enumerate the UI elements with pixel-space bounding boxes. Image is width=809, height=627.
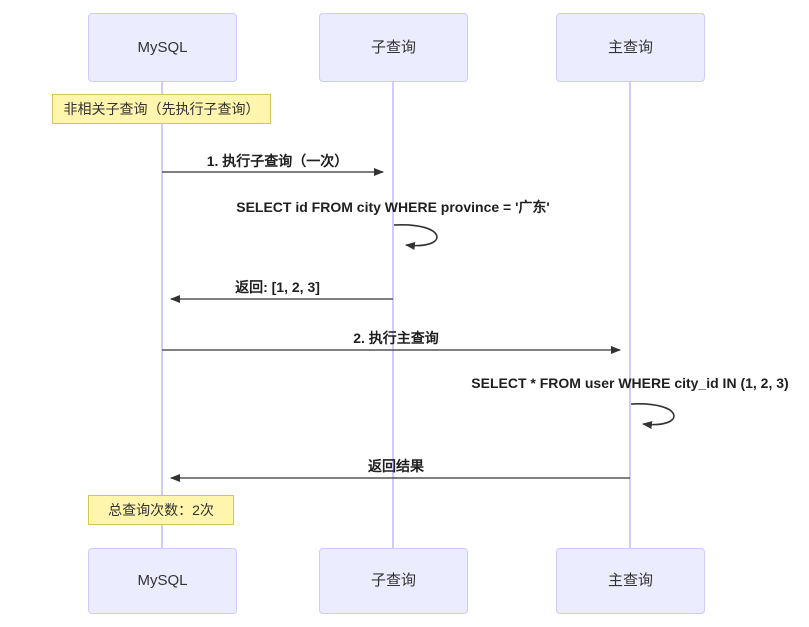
actor-box-mainquery-bottom[interactable]: 主查询 (556, 548, 705, 614)
note-non-correlated-subquery: 非相关子查询（先执行子查询） (52, 94, 271, 124)
self-loop-mainquery (630, 403, 675, 429)
message-label-execute-mainquery: 2. 执行主查询 (353, 330, 439, 346)
lifeline-mysql (161, 82, 163, 549)
message-label-return-result: 返回结果 (368, 458, 424, 474)
message-label-execute-subquery: 1. 执行子查询（一次） (206, 153, 349, 169)
actor-box-mysql-top[interactable]: MySQL (88, 13, 237, 82)
actor-box-subquery-top[interactable]: 子查询 (319, 13, 468, 82)
note-total-query-count-label: 总查询次数：2次 (108, 502, 214, 518)
actor-label-mainquery-bottom: 主查询 (607, 572, 653, 589)
actor-label-mainquery-top: 主查询 (607, 38, 653, 56)
actor-label-subquery-bottom: 子查询 (370, 572, 416, 589)
message-label-subquery-sql: SELECT id FROM city WHERE province = '广东… (236, 199, 550, 215)
actor-label-mysql-bottom: MySQL (137, 572, 188, 589)
actor-box-mysql-bottom[interactable]: MySQL (88, 548, 237, 614)
actor-box-mainquery-top[interactable]: 主查询 (556, 13, 705, 82)
actor-box-subquery-bottom[interactable]: 子查询 (319, 548, 468, 614)
message-label-mainquery-sql: SELECT * FROM user WHERE city_id IN (1, … (471, 375, 789, 391)
lifeline-mainquery (629, 82, 631, 549)
lifeline-subquery (392, 82, 394, 549)
self-loop-subquery (393, 224, 438, 250)
note-non-correlated-subquery-label: 非相关子查询（先执行子查询） (63, 101, 260, 117)
actor-label-mysql-top: MySQL (137, 38, 188, 56)
actor-label-subquery-top: 子查询 (370, 38, 416, 56)
note-total-query-count: 总查询次数：2次 (88, 495, 234, 525)
message-label-return-ids: 返回: [1, 2, 3] (235, 279, 320, 295)
